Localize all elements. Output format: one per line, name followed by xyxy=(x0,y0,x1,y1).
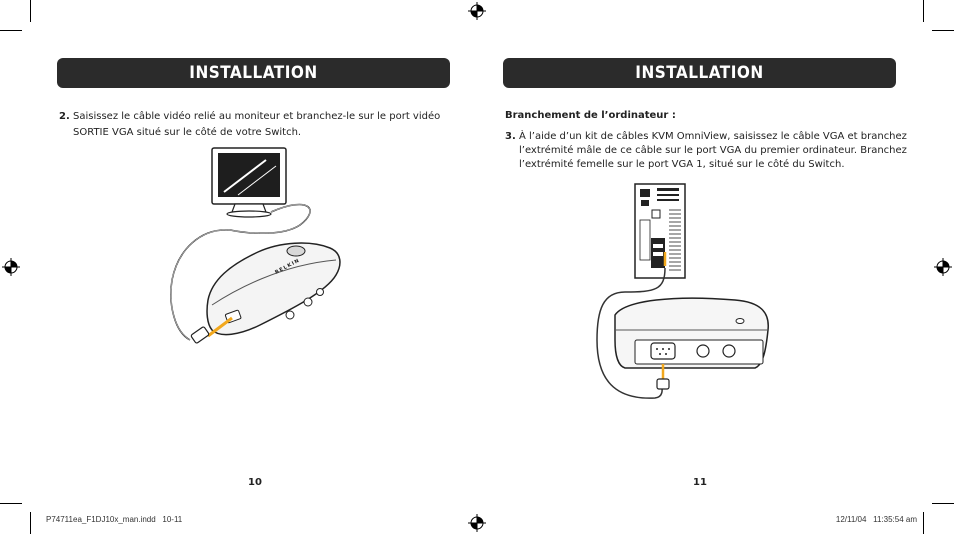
monitor-switch-illustration: BELKIN xyxy=(170,147,341,344)
left-step: 2. Saisissez le câble vidéo relié au mon… xyxy=(59,109,441,143)
crop-mark xyxy=(30,0,31,22)
right-step-text-line1: À l’aide d’un kit de câbles KVM OmniView… xyxy=(519,131,907,142)
left-page-header-title: INSTALLATION xyxy=(189,63,318,83)
monitor-icon xyxy=(211,147,287,218)
computer-tower-icon xyxy=(634,183,686,279)
crop-mark xyxy=(0,30,22,31)
crop-mark xyxy=(923,0,924,22)
registration-mark-icon xyxy=(2,258,20,276)
slug-timestamp: 12/11/04 11:35:54 am xyxy=(835,515,917,524)
right-step-number: 3. xyxy=(505,131,516,142)
right-step-text-line2: l’extrémité mâle de ce câble sur le port… xyxy=(519,145,907,156)
slug-file-info: P74711ea_F1DJ10x_man.indd 10-11 xyxy=(46,515,183,524)
registration-mark-icon xyxy=(934,258,952,276)
left-step-text-line2: SORTIE VGA situé sur le côté de votre Sw… xyxy=(73,127,302,138)
left-page-number: 10 xyxy=(248,477,262,488)
right-page-header-title: INSTALLATION xyxy=(635,63,764,83)
left-step-number: 2. xyxy=(59,111,70,122)
crop-mark xyxy=(923,512,924,534)
right-page-header: INSTALLATION xyxy=(503,58,896,88)
crop-mark xyxy=(30,512,31,534)
right-subheading: Branchement de l’ordinateur : xyxy=(505,110,676,121)
computer-switch-illustration xyxy=(596,183,769,399)
left-step-text-line1: Saisissez le câble vidéo relié au monite… xyxy=(73,111,441,122)
right-step-text-line3: l’extrémité femelle sur le port VGA 1, s… xyxy=(519,159,845,170)
left-page-header: INSTALLATION xyxy=(57,58,450,88)
crop-mark xyxy=(0,503,22,504)
highlight-cable xyxy=(207,316,233,338)
right-step: 3. À l’aide d’un kit de câbles KVM OmniV… xyxy=(505,129,907,179)
registration-mark-icon xyxy=(468,2,486,20)
registration-mark-icon xyxy=(468,514,486,532)
right-page-number: 11 xyxy=(693,477,707,488)
crop-mark xyxy=(932,503,954,504)
crop-mark xyxy=(932,30,954,31)
kvm-switch-icon xyxy=(614,297,769,369)
